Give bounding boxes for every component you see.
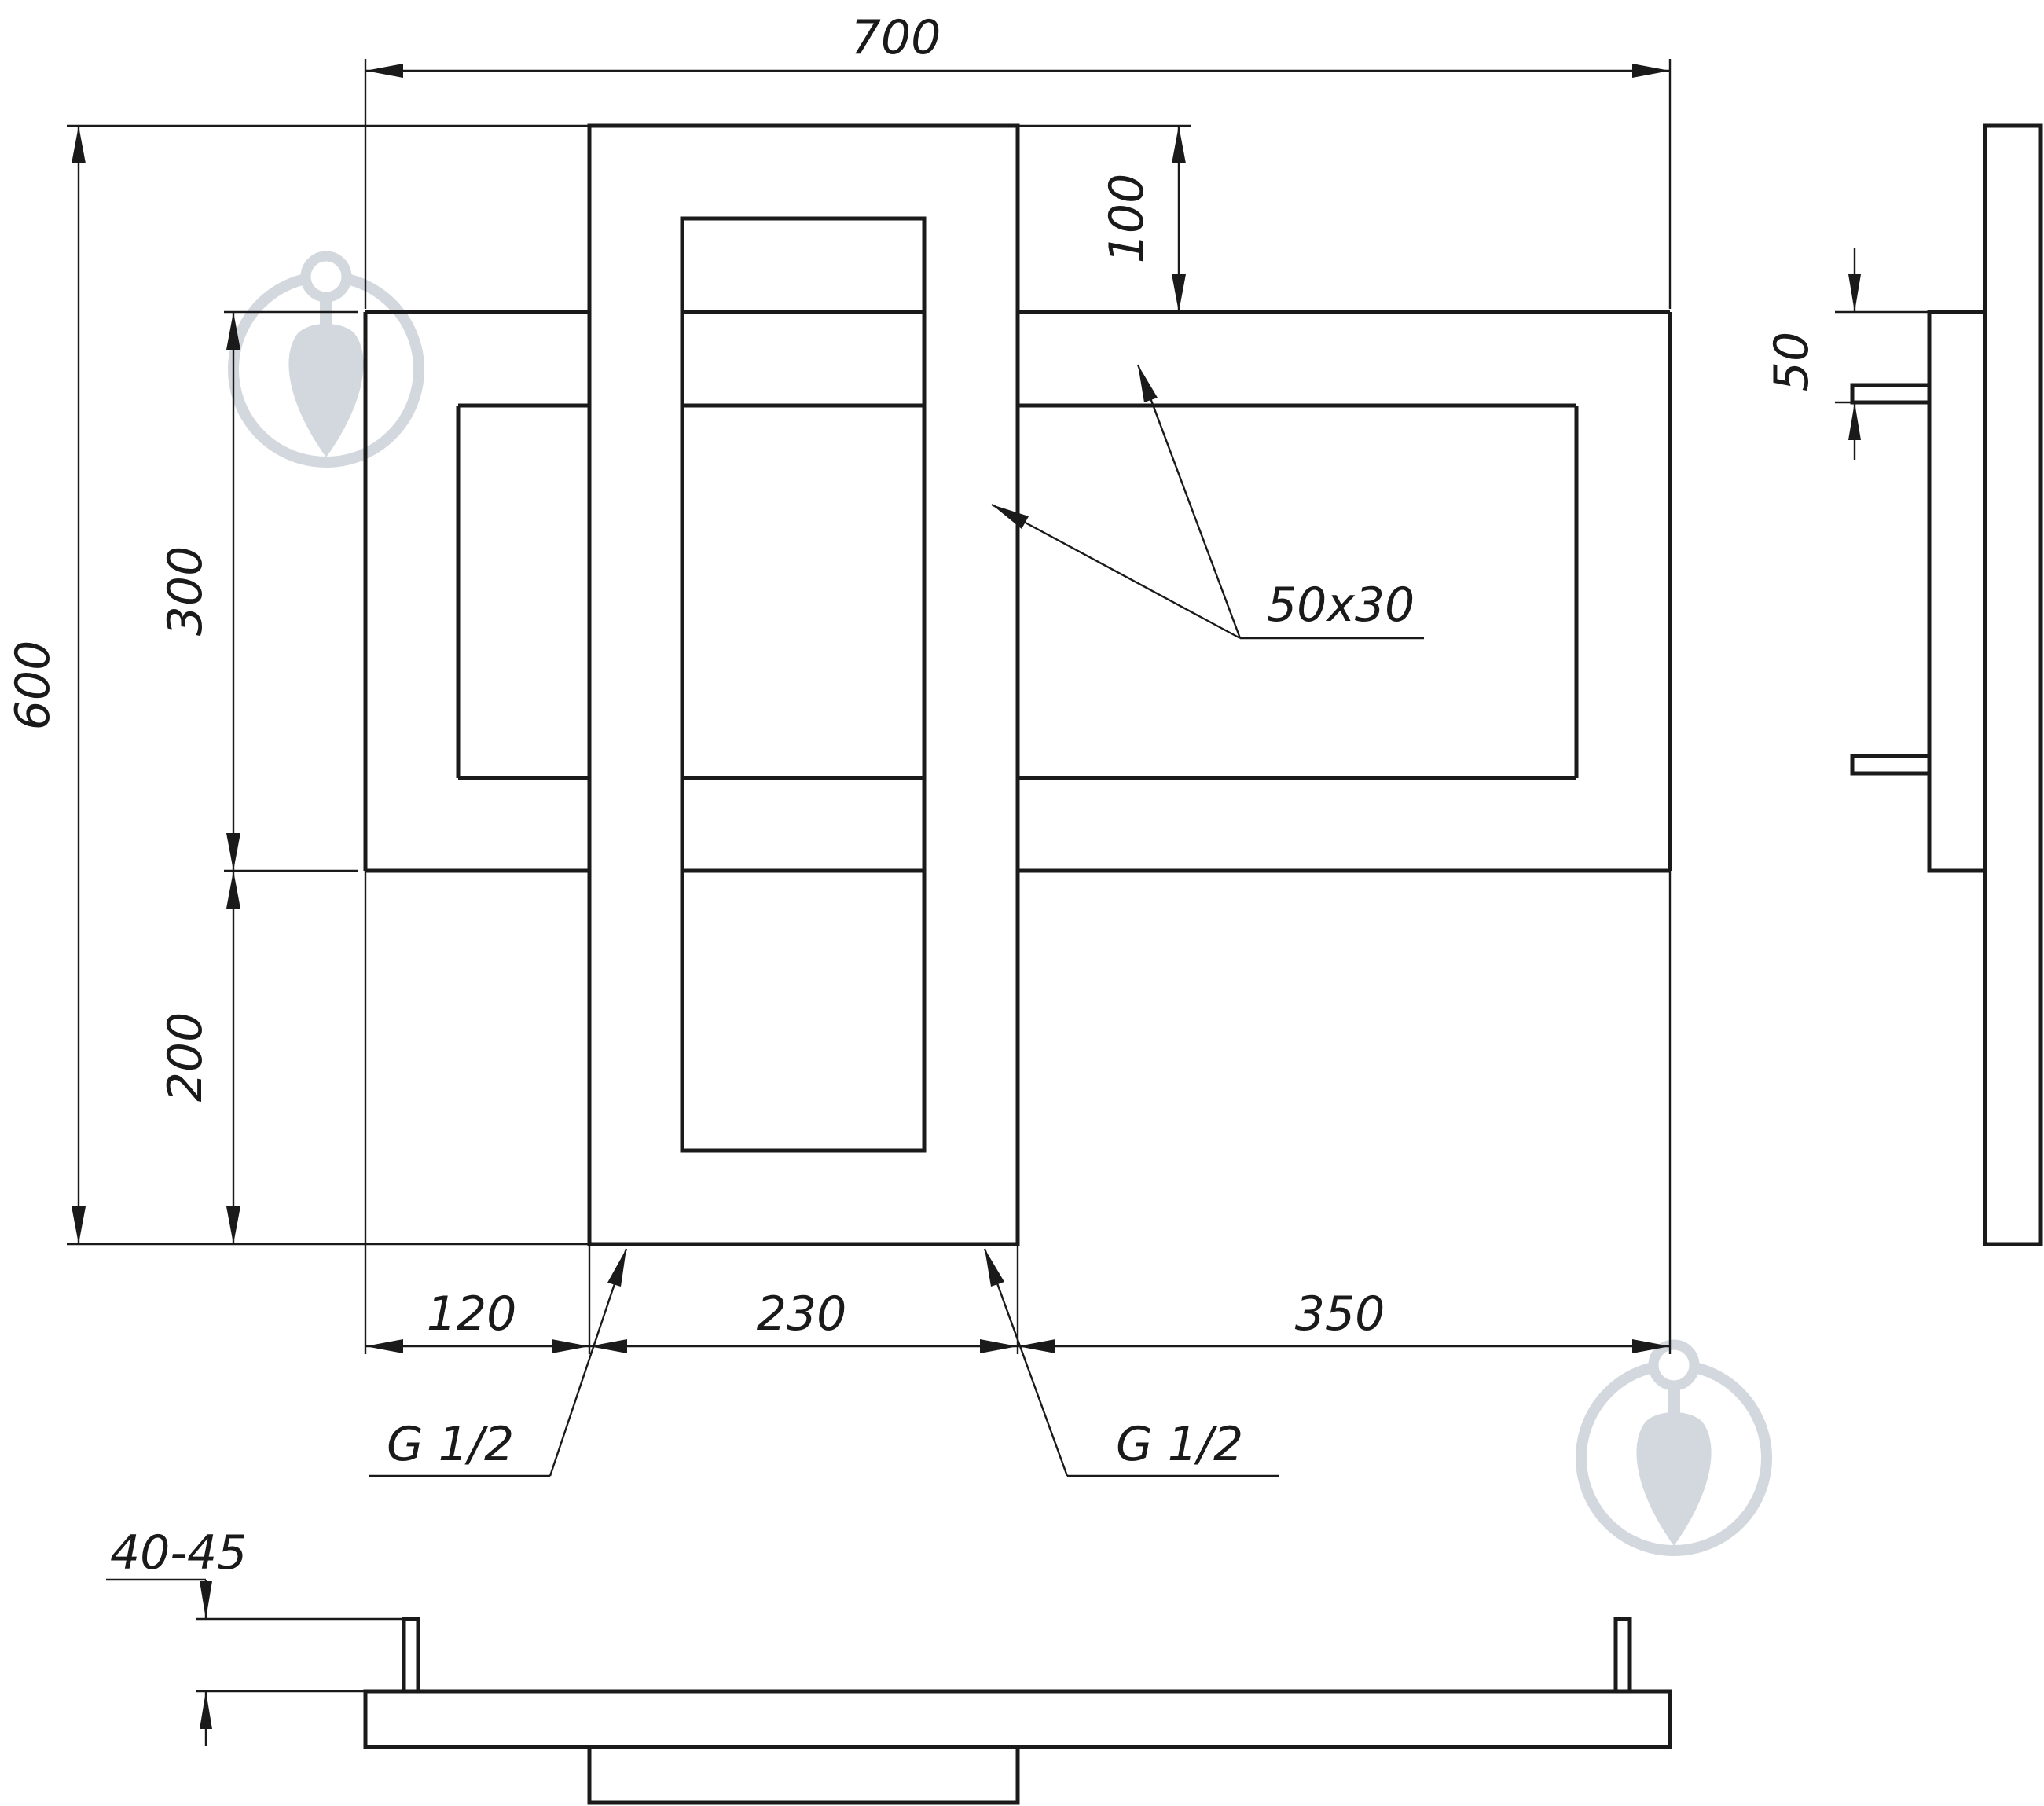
thread-label-right: G 1/2 xyxy=(1116,1417,1243,1472)
dim-right-offset: 350 xyxy=(1295,1287,1385,1342)
bottom-view-pin-right xyxy=(1613,1617,1632,1694)
watermark-logo-top-left xyxy=(233,256,419,462)
dim-bottom-offset: 200 xyxy=(158,1012,213,1103)
dim-top-offset: 100 xyxy=(1099,174,1154,264)
side-view-mount-pin-top xyxy=(1850,383,1932,405)
dimension-labels: 700 600 300 200 100 50x30 120 230 350 G … xyxy=(6,10,1819,1580)
dim-height-total: 600 xyxy=(6,641,61,731)
front-view-crossbar xyxy=(363,310,1672,873)
dim-bar-height: 300 xyxy=(158,546,213,637)
dim-tube-width: 230 xyxy=(757,1287,847,1342)
bottom-view-vertical-tube xyxy=(587,1745,1020,1805)
dim-pin-offset: 50 xyxy=(1764,332,1819,391)
bottom-view xyxy=(363,1617,1672,1805)
side-view-vertical-tube xyxy=(1983,123,2043,1246)
bottom-view-crossbar xyxy=(363,1689,1672,1749)
bottom-view-pin-left xyxy=(402,1617,420,1694)
tube-profile-label: 50x30 xyxy=(1267,578,1415,633)
front-view xyxy=(363,123,1672,1246)
side-view xyxy=(1850,123,2043,1246)
side-view-mount-pin-bottom xyxy=(1850,754,1932,776)
dimension-lines xyxy=(67,59,1928,1746)
side-view-crossbar xyxy=(1927,310,1987,873)
front-view-vertical-tube-outline xyxy=(587,123,1020,1246)
dim-wall-clearance: 40-45 xyxy=(110,1525,247,1580)
dim-left-offset: 120 xyxy=(427,1287,517,1342)
dim-width-total: 700 xyxy=(851,10,941,65)
front-view-vertical-tube-slot xyxy=(680,216,927,1153)
watermark-logo-bottom-right xyxy=(1581,1345,1767,1551)
thread-label-left: G 1/2 xyxy=(387,1417,514,1472)
